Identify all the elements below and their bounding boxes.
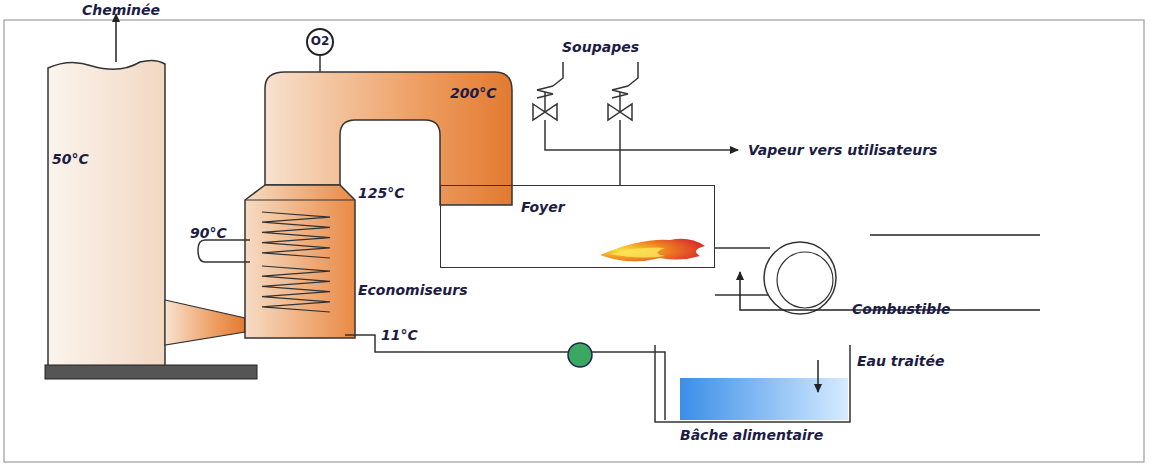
coil bbox=[262, 266, 330, 312]
economiser-label: Economiseurs bbox=[358, 283, 467, 298]
gauge-label: O2 bbox=[311, 35, 330, 48]
furnace-box: Foyer bbox=[440, 185, 715, 268]
temperature: 200°C bbox=[450, 86, 497, 101]
valves-label: Soupapes bbox=[562, 40, 639, 55]
steam-label: Vapeur vers utilisateurs bbox=[748, 143, 937, 158]
temperature: 125°C bbox=[358, 186, 405, 201]
safety-valve bbox=[533, 62, 563, 120]
safety-valve bbox=[608, 62, 638, 120]
chimney-label: Cheminée bbox=[82, 3, 160, 18]
coil bbox=[262, 212, 330, 258]
oxygen-gauge: O2 bbox=[306, 28, 335, 57]
temperature: 90°C bbox=[190, 226, 227, 241]
box-label: Foyer bbox=[521, 200, 714, 215]
temperature: 11°C bbox=[381, 328, 418, 343]
temperature: 50°C bbox=[52, 152, 89, 167]
water-inlet-label: Eau traitée bbox=[857, 354, 944, 369]
tank-label: Bâche alimentaire bbox=[680, 428, 823, 443]
fuel-label: Combustible bbox=[852, 302, 951, 317]
